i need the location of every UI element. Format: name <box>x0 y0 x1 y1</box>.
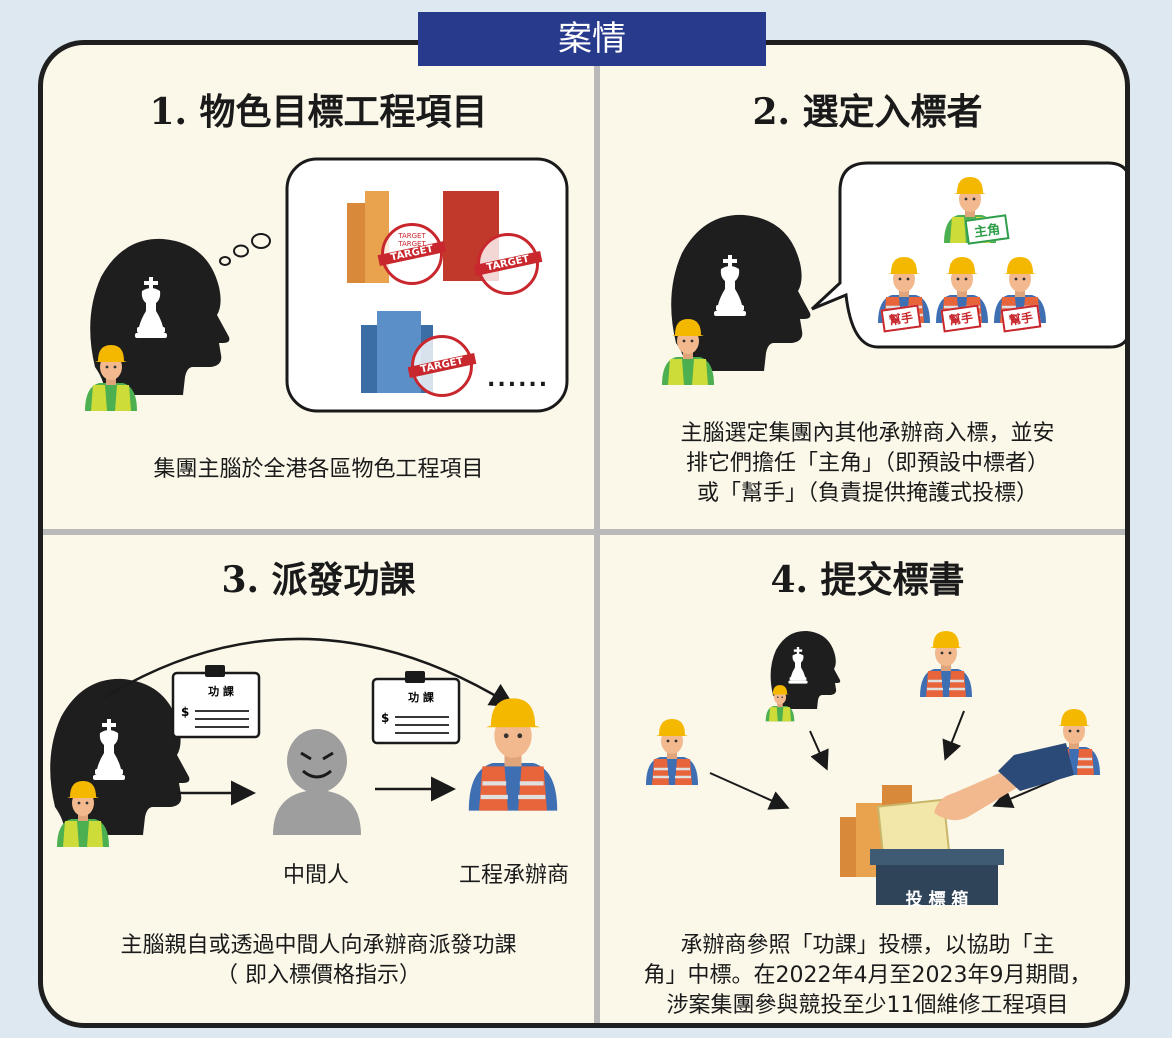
case-frame: 1. 物色目標工程項目 TARGET TARGET TARGET <box>38 40 1130 1028</box>
sleeve-icon <box>998 743 1074 791</box>
panel-3-illustration <box>50 637 594 847</box>
page-title: 案情 <box>418 12 766 66</box>
panel-3-heading: 3. 派發功課 <box>221 559 416 601</box>
target-stamp-label: TARGET <box>407 353 477 378</box>
clipboard-dollar: $ <box>181 705 190 719</box>
bidder-worker-icon <box>918 629 974 699</box>
panel-3-caption: 主腦親自或透過中間人向承辦商派發功課 （ 即入標價格指示） <box>120 933 517 988</box>
middleman-label: 中間人 <box>282 863 349 888</box>
panel-assign-homework: 3. 派發功課 功 課 $ 功 課 $ 中間人 工程承辦商 <box>43 535 594 1023</box>
mastermind-head-icon <box>50 678 190 835</box>
ballot-box-label: 投 標 箱 <box>905 890 969 910</box>
clipboard-title: 功 課 <box>408 691 434 704</box>
contractor-icon <box>469 698 557 810</box>
horizontal-divider <box>43 529 1125 535</box>
panel-find-target: 1. 物色目標工程項目 TARGET TARGET TARGET <box>43 45 594 529</box>
bidder-worker-icon <box>644 717 700 787</box>
target-stamp-ring: TARGET TARGET <box>398 232 426 248</box>
panel-2-heading: 2. 選定入標者 <box>752 91 983 133</box>
panel-4-heading: 4. 提交標書 <box>770 559 965 601</box>
panel-1-heading: 1. 物色目標工程項目 <box>149 91 488 133</box>
clipboard-dollar: $ <box>381 711 390 725</box>
building-icon <box>347 191 499 393</box>
panel-select-bidders: 2. 選定入標者 主角 幫手 幫手 幫手 主腦選定集團內其他承辦商入標，並安 排… <box>600 45 1125 529</box>
hand-icon <box>934 759 1018 821</box>
panel-2-illustration <box>662 161 1125 385</box>
ellipsis: ...... <box>487 367 550 392</box>
target-stamp-1: TARGET TARGET TARGET <box>377 223 447 285</box>
middleman-icon <box>273 729 361 835</box>
panel-submit-tender: 4. 提交標書 投 標 箱 承辦商參照「功課」投標，以協助 <box>600 535 1125 1023</box>
curved-arrow <box>104 637 516 708</box>
panel-4-caption: 承辦商參照「功課」投標，以協助「主 角」中標。在2022年4月至2023年9月期… <box>643 933 1092 1018</box>
clipboard-title: 功 課 <box>208 685 234 698</box>
panel-4-illustration <box>644 629 1102 905</box>
panel-2-caption: 主腦選定集團內其他承辦商入標，並安 排它們擔任「主角」（即預設中標者） 或「幫手… <box>680 421 1055 506</box>
ballot-box-icon <box>876 861 998 905</box>
target-stamp-3: TARGET <box>407 335 477 397</box>
target-stamp-label: TARGET <box>473 251 543 276</box>
contractor-label: 工程承辦商 <box>458 863 569 888</box>
panel-1-illustration <box>85 157 569 413</box>
target-stamp-2: TARGET <box>473 233 543 295</box>
panel-1-caption: 集團主腦於全港各區物色工程項目 <box>153 457 484 482</box>
